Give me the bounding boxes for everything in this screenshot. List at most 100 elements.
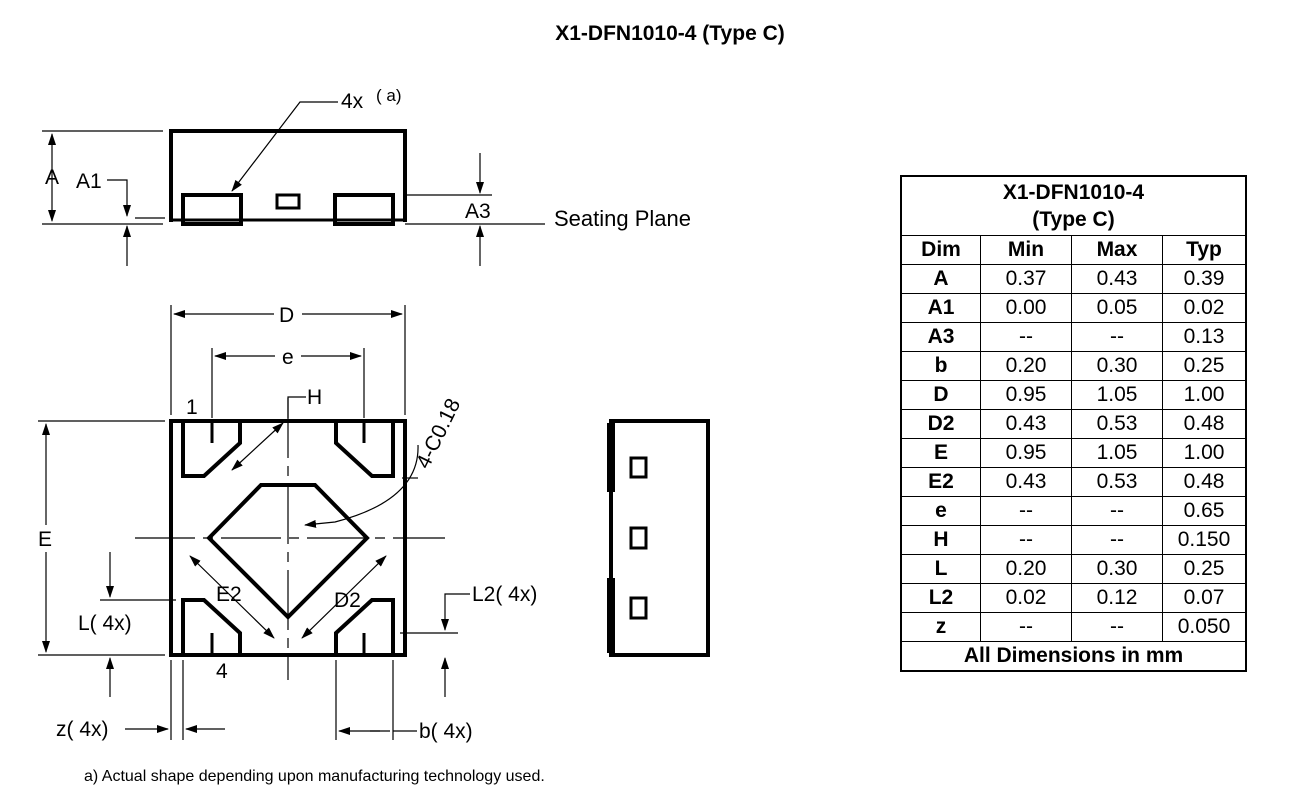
- table-cell-min: 0.95: [980, 380, 1072, 410]
- table-cell-max: 0.05: [1071, 293, 1163, 323]
- table-cell-min: 0.00: [980, 293, 1072, 323]
- table-title-line2: (Type C): [1032, 208, 1115, 231]
- table-cell-typ: 0.65: [1162, 496, 1247, 526]
- table-cell-typ: 0.02: [1162, 293, 1247, 323]
- table-cell-dim: A: [900, 264, 981, 294]
- label-b: b( 4x): [419, 720, 473, 743]
- end-pad-1: [629, 456, 648, 479]
- table-cell-typ: 0.48: [1162, 409, 1247, 439]
- label-z: z( 4x): [56, 718, 109, 741]
- end-view: [607, 419, 710, 657]
- table-cell-dim: b: [900, 351, 981, 381]
- label-seating-plane: Seating Plane: [554, 206, 691, 231]
- label-A3: A3: [465, 200, 491, 223]
- side-terminal-right: [333, 193, 395, 226]
- table-cell-typ: 0.050: [1162, 612, 1247, 642]
- end-pad-2: [629, 526, 648, 550]
- label-E: E: [38, 528, 52, 551]
- table-cell-min: --: [980, 496, 1072, 526]
- table-cell-typ: 0.07: [1162, 583, 1247, 613]
- table-cell-max: --: [1071, 525, 1163, 555]
- table-cell-dim: E: [900, 438, 981, 468]
- table-cell-max: 1.05: [1071, 438, 1163, 468]
- chamfer-leader: [304, 444, 419, 528]
- h-leader: [287, 396, 306, 418]
- table-cell-max: 0.30: [1071, 554, 1163, 584]
- label-D: D: [279, 304, 294, 327]
- side-body-outline: [169, 129, 407, 222]
- footnote: a) Actual shape depending upon manufactu…: [84, 768, 545, 785]
- table-cell-min: 0.02: [980, 583, 1072, 613]
- table-cell-max: 0.53: [1071, 409, 1163, 439]
- package-drawing: 4x ( a) A A1 A3 Seating Plane D e H 4-C0…: [38, 86, 710, 743]
- label-pad-note: ( a): [376, 86, 402, 105]
- label-E2: E2: [216, 583, 242, 606]
- col-header-dim: Dim: [900, 235, 981, 265]
- table-header-row: Dim Min Max Typ: [900, 235, 1247, 265]
- table-cell-typ: 1.00: [1162, 380, 1247, 410]
- table-cell-min: 0.37: [980, 264, 1072, 294]
- table-cell-typ: 0.48: [1162, 467, 1247, 497]
- table-cell-dim: L: [900, 554, 981, 584]
- table-cell-dim: e: [900, 496, 981, 526]
- dim-line-D2: [301, 555, 387, 639]
- table-cell-dim: H: [900, 525, 981, 555]
- pad-count-leader: [231, 101, 338, 192]
- label-pin4: 4: [216, 660, 228, 683]
- table-cell-min: 0.20: [980, 351, 1072, 381]
- label-D2: D2: [334, 589, 361, 612]
- table-cell-max: 0.12: [1071, 583, 1163, 613]
- end-pad-3: [629, 596, 648, 620]
- table-cell-min: 0.95: [980, 438, 1072, 468]
- table-title: X1-DFN1010-4 (Type C): [900, 175, 1247, 236]
- table-cell-min: 0.43: [980, 409, 1072, 439]
- table-cell-typ: 0.150: [1162, 525, 1247, 555]
- table-row: e----0.65: [900, 496, 1247, 526]
- table-cell-typ: 0.25: [1162, 351, 1247, 381]
- table-cell-dim: A3: [900, 322, 981, 352]
- h-dim-line: [231, 422, 284, 471]
- table-cell-max: 1.05: [1071, 380, 1163, 410]
- bottom-view: [38, 305, 470, 740]
- label-L2: L2( 4x): [472, 583, 537, 606]
- label-L: L( 4x): [78, 612, 132, 635]
- label-H: H: [307, 386, 322, 409]
- table-cell-min: --: [980, 612, 1072, 642]
- table-cell-dim: D: [900, 380, 981, 410]
- table-title-line1: X1-DFN1010-4: [1002, 181, 1145, 204]
- label-chamfer: 4-C0.18: [412, 395, 465, 472]
- table-cell-dim: z: [900, 612, 981, 642]
- table-cell-dim: E2: [900, 467, 981, 497]
- table-footer: All Dimensions in mm: [900, 641, 1247, 672]
- table-cell-dim: L2: [900, 583, 981, 613]
- a1-leader: [107, 179, 131, 217]
- table-cell-min: --: [980, 525, 1072, 555]
- label-pin1: 1: [186, 396, 198, 419]
- table-cell-max: 0.53: [1071, 467, 1163, 497]
- label-A1: A1: [76, 170, 102, 193]
- terminal-2: [334, 421, 395, 478]
- table-cell-typ: 0.39: [1162, 264, 1247, 294]
- table-row: z----0.050: [900, 612, 1247, 642]
- table-cell-typ: 1.00: [1162, 438, 1247, 468]
- side-view: [42, 101, 545, 266]
- table-cell-dim: D2: [900, 409, 981, 439]
- table-cell-typ: 0.13: [1162, 322, 1247, 352]
- table-cell-min: --: [980, 322, 1072, 352]
- col-header-max: Max: [1071, 235, 1163, 265]
- table-cell-max: --: [1071, 322, 1163, 352]
- table-cell-max: 0.43: [1071, 264, 1163, 294]
- table-cell-max: --: [1071, 496, 1163, 526]
- table-cell-max: 0.30: [1071, 351, 1163, 381]
- table-cell-typ: 0.25: [1162, 554, 1247, 584]
- l2-leader: [441, 593, 470, 631]
- table-row: H----0.150: [900, 525, 1247, 555]
- table-cell-min: 0.20: [980, 554, 1072, 584]
